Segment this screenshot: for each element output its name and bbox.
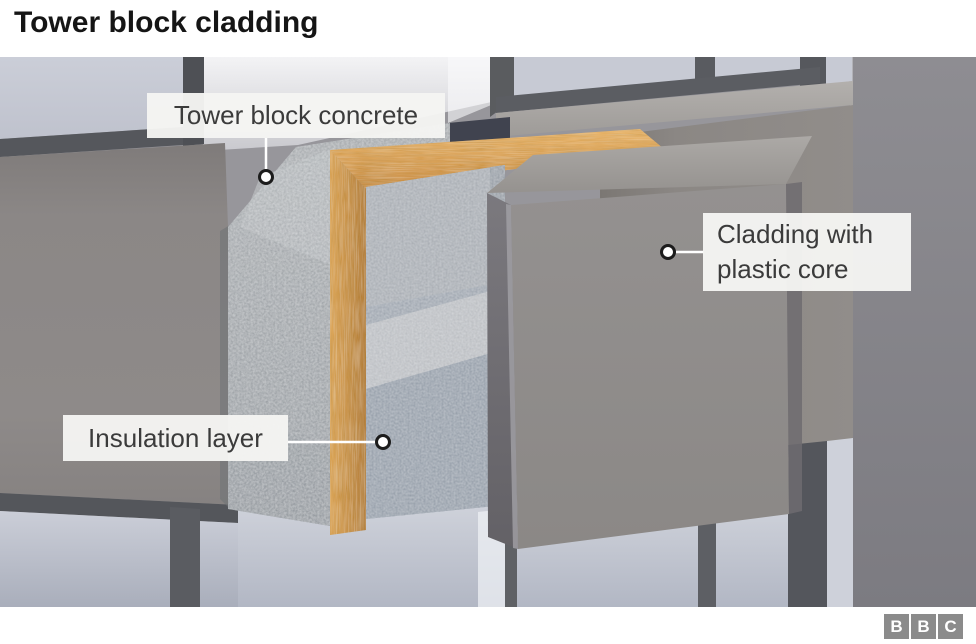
facade-left [0, 57, 238, 607]
wall-ledge [496, 81, 853, 137]
cladding-diagram [0, 57, 976, 607]
window-sill [496, 67, 820, 113]
window-pane [827, 438, 853, 607]
cladding-marker [660, 244, 676, 260]
wood-frame-top [330, 129, 664, 189]
window-frame [698, 517, 716, 607]
window-frame [0, 127, 183, 157]
bbc-logo: B B C [884, 614, 963, 639]
insulation-panel [366, 165, 505, 519]
bbc-logo-block-2: B [911, 614, 936, 639]
facade-top-window [490, 57, 853, 137]
label-cladding-with-plastic-core: Cladding with plastic core [703, 213, 911, 291]
window-pane [514, 57, 695, 97]
gap-shadow [448, 117, 510, 145]
window-pane [0, 57, 183, 139]
insulation-marker [375, 434, 391, 450]
cladding-panel-top [487, 136, 812, 193]
facade-right-wall [850, 57, 976, 607]
callout-markers [258, 138, 704, 450]
wood-frame [330, 129, 664, 535]
wood-frame-side [330, 150, 366, 535]
label-tower-block-concrete: Tower block concrete [147, 93, 445, 138]
window-frame [695, 57, 715, 79]
label-insulation-layer: Insulation layer [63, 415, 288, 461]
page-title: Tower block cladding [14, 6, 319, 39]
window-pane [0, 511, 238, 607]
window-pane [715, 57, 800, 77]
window-frame [170, 507, 200, 607]
wall-cladding-panel-left [0, 143, 238, 505]
diagram-canvas [0, 57, 976, 607]
tower-block-concrete-marker [258, 169, 274, 185]
bbc-logo-block-3: C [938, 614, 963, 639]
bbc-logo-block-1: B [884, 614, 909, 639]
window-pane [826, 57, 852, 85]
